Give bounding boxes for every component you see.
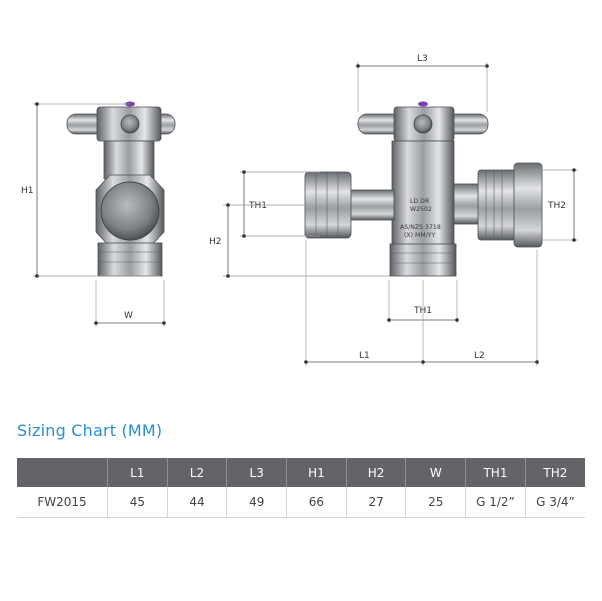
dim-label-th1-side: TH1 (248, 201, 267, 211)
left-dimensions: H1 W (21, 102, 166, 327)
header-cell-w: W (405, 458, 467, 487)
sizing-table-header-row: L1 L2 L3 H1 H2 W TH1 TH2 (17, 458, 585, 487)
header-cell-blank (17, 458, 108, 487)
cell-l1: 45 (107, 487, 168, 518)
dim-label-l1: L1 (359, 351, 370, 361)
header-cell-th2: TH2 (525, 458, 585, 487)
dim-label-h1: H1 (21, 186, 34, 196)
dim-label-l3: L3 (417, 54, 428, 64)
cell-l2: 44 (167, 487, 228, 518)
right-dimensions: L3 TH1 H2 TH2 TH1 (209, 54, 578, 366)
cell-th1: G 1/2” (465, 487, 526, 518)
header-cell-l3: L3 (226, 458, 288, 487)
technical-drawing: H1 W LD DR W25 (21, 54, 578, 366)
cell-h1: 66 (286, 487, 347, 518)
right-valve-view: LD DR W2502 AS/NZS 3718 (X) MM/YY (304, 101, 543, 277)
table-row: FW2015 45 44 49 66 27 25 G 1/2” G 3/4” (17, 487, 585, 518)
header-cell-h2: H2 (346, 458, 407, 487)
dim-label-th2: TH2 (547, 201, 566, 211)
dim-label-w: W (124, 311, 133, 321)
body-marking-line-1: LD DR (410, 198, 430, 205)
sizing-chart-title: Sizing Chart (MM) (17, 421, 163, 440)
sizing-table: L1 L2 L3 H1 H2 W TH1 TH2 FW2015 45 44 49… (17, 458, 585, 518)
header-cell-l1: L1 (107, 458, 168, 487)
cell-h2: 27 (346, 487, 407, 518)
cell-model: FW2015 (17, 487, 108, 518)
body-marking-line-2: W2502 (410, 206, 432, 213)
dim-label-l2: L2 (474, 351, 485, 361)
dim-label-h2: H2 (209, 237, 222, 247)
cell-w: 25 (405, 487, 467, 518)
body-marking-line-4: (X) MM/YY (404, 232, 436, 239)
cell-th2: G 3/4” (536, 495, 575, 509)
header-cell-th1: TH1 (465, 458, 526, 487)
body-marking-line-3: AS/NZS 3718 (400, 224, 441, 231)
header-cell-l2: L2 (167, 458, 228, 487)
cell-l3: 49 (226, 487, 288, 518)
left-valve-view (66, 101, 176, 277)
dim-label-th1-bottom: TH1 (413, 306, 432, 316)
header-cell-h1: H1 (286, 458, 347, 487)
